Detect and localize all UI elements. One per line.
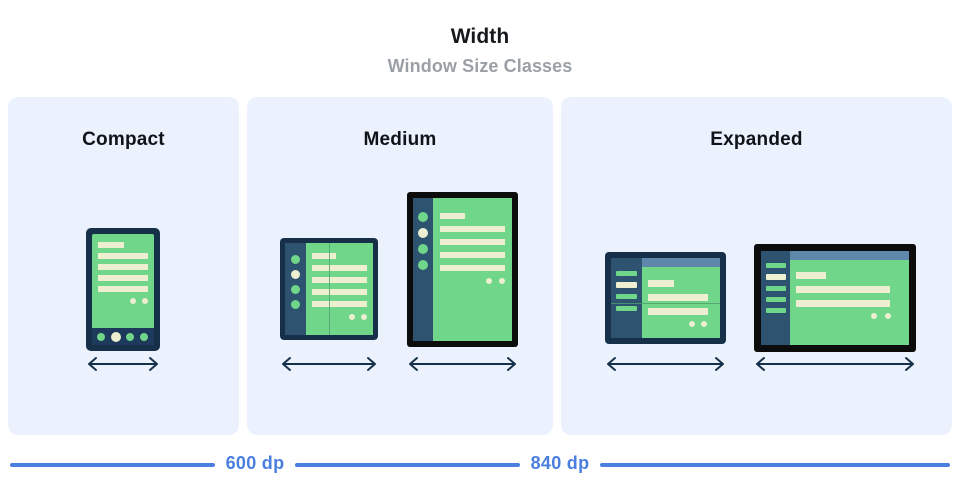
content-line [98,253,148,259]
content-dot [349,314,355,320]
content-line [440,239,505,245]
breakpoint-label-600: 600 dp [225,453,285,473]
rail-dot[interactable] [418,212,428,222]
nav-dot-active[interactable] [111,332,121,342]
rail-dot-active[interactable] [418,228,428,238]
page-subtitle: Window Size Classes [387,56,573,76]
width-arrow-expanded-foldable [605,356,726,372]
rail-bar[interactable] [766,286,786,291]
content-dot [871,313,877,319]
rail-dot-active[interactable] [291,270,300,279]
content-line [312,253,336,259]
rail-dot[interactable] [418,260,428,270]
panel-expanded: Expanded [561,97,952,435]
rail-bar-active[interactable] [616,282,637,288]
content-line [796,286,890,293]
content-line [440,213,465,219]
breakpoint-label-840: 840 dp [530,453,590,473]
device-screen [92,234,154,345]
rail-dot[interactable] [291,300,300,309]
content-line [440,252,505,258]
scale-line-segment [10,463,215,467]
content-line [796,300,890,307]
bottom-navigation-bar [92,328,154,345]
navigation-rail [611,258,642,338]
fold-hinge-line [329,243,330,335]
content-dot [361,314,367,320]
rail-dot[interactable] [291,255,300,264]
fold-hinge-line [611,303,720,304]
page-title: Width [450,25,510,48]
content-dot [130,298,136,304]
rail-dot[interactable] [291,285,300,294]
nav-dot[interactable] [140,333,148,341]
width-arrow-expanded-tablet [754,356,916,372]
device-screen [413,198,512,341]
content-dot [142,298,148,304]
device-expanded-tablet [754,244,916,352]
width-arrow-compact [86,356,160,372]
device-medium-tablet [407,192,518,347]
content-line [796,272,826,279]
rail-bar[interactable] [766,297,786,302]
device-compact-phone [86,228,160,351]
content-dot [701,321,707,327]
content-line [648,280,674,287]
panel-compact-title: Compact [82,129,165,150]
content-line [312,289,367,295]
breakpoint-scale: 600 dp 840 dp [0,446,960,486]
rail-dot[interactable] [418,244,428,254]
app-top-bar [642,258,720,267]
rail-bar[interactable] [766,263,786,268]
size-class-panels: Compact [0,97,960,435]
content-line [98,264,148,270]
rail-bar[interactable] [766,308,786,313]
scale-line-segment [295,463,520,467]
navigation-rail [413,198,433,341]
device-screen [761,251,909,345]
scale-line-segment [600,463,950,467]
nav-dot[interactable] [126,333,134,341]
page-header: Width Window Size Classes [0,0,960,96]
panel-compact: Compact [8,97,239,435]
content-line [312,277,367,283]
panel-medium: Medium [247,97,553,435]
app-top-bar [790,251,909,260]
content-dot [689,321,695,327]
rail-bar[interactable] [616,271,637,276]
rail-bar[interactable] [616,294,637,299]
content-line [98,286,148,292]
navigation-rail [761,251,790,345]
content-line [440,226,505,232]
panel-medium-title: Medium [363,129,437,150]
width-arrow-medium-foldable [280,356,378,372]
nav-dot[interactable] [97,333,105,341]
rail-bar-active[interactable] [766,274,786,280]
content-line [312,265,367,271]
device-expanded-foldable [605,252,726,344]
content-line [312,301,367,307]
content-line [440,265,505,271]
content-line [648,308,708,315]
device-screen [285,243,373,335]
content-dot [499,278,505,284]
device-screen [611,258,720,338]
rail-bar[interactable] [616,306,637,311]
width-arrow-medium-tablet [407,356,518,372]
device-medium-foldable [280,238,378,340]
content-dot [885,313,891,319]
content-dot [486,278,492,284]
navigation-rail [285,243,306,335]
content-line [98,275,148,281]
content-line [98,242,124,248]
content-line [648,294,708,301]
panel-expanded-title: Expanded [710,129,803,150]
